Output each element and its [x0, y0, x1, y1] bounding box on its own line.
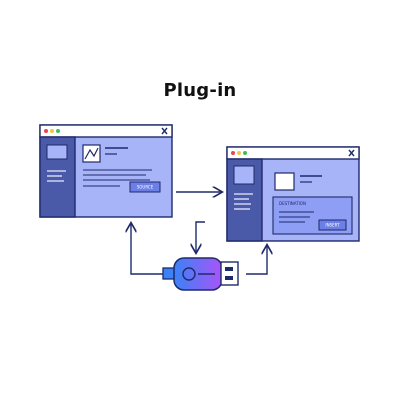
destination-panel: DESTINATION INSERT	[272, 196, 353, 235]
image-placeholder-icon	[274, 172, 295, 191]
chart-icon	[82, 144, 101, 163]
insert-button-label: INSERT	[325, 223, 340, 228]
destination-panel-label: DESTINATION	[279, 201, 306, 206]
close-icon[interactable]	[161, 127, 168, 135]
diagram-title: Plug-in	[163, 80, 237, 101]
arrow-usb-to-destination	[246, 246, 267, 275]
insert-button[interactable]: INSERT	[318, 219, 347, 231]
close-icon[interactable]	[348, 149, 355, 157]
source-button-label: SOURCE	[137, 185, 154, 190]
source-window: SOURCE	[39, 124, 173, 218]
arrow-usb-to-source	[131, 224, 164, 275]
arrow-destination-to-usb	[196, 221, 205, 252]
destination-window: DESTINATION INSERT	[226, 146, 360, 242]
connector-arrows	[131, 192, 267, 275]
source-button[interactable]: SOURCE	[129, 181, 161, 193]
usb-plug-icon	[162, 257, 239, 291]
